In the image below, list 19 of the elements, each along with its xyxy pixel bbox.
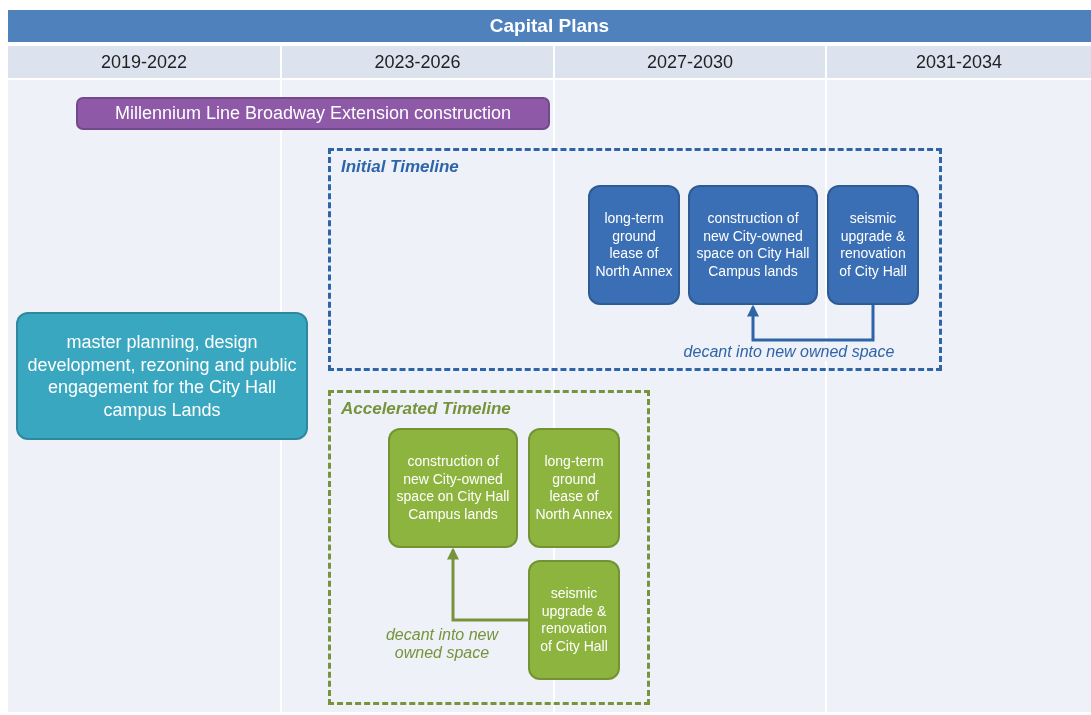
column-header: 2019-2022	[8, 46, 280, 78]
process-box: seismic upgrade & renovation of City Hall	[827, 185, 919, 305]
arrow	[447, 547, 528, 622]
group-heading: Accelerated Timeline	[341, 399, 511, 419]
process-box: construction of new City-owned space on City Hall Campus lands	[688, 185, 818, 305]
process-box: long-term ground lease of North Annex	[528, 428, 620, 548]
dashed-group-frame	[328, 148, 942, 371]
title-bar: Capital Plans	[8, 10, 1091, 42]
arrow	[747, 304, 875, 342]
column-header: 2031-2034	[827, 46, 1091, 78]
dashed-group-frame	[328, 390, 650, 705]
process-box: seismic upgrade & renovation of City Hall	[528, 560, 620, 680]
process-box: master planning, design development, rezoning and public engagement for the City Hall campus Lands	[16, 312, 308, 440]
column-header: 2027-2030	[555, 46, 825, 78]
column-header: 2023-2026	[282, 46, 553, 78]
group-heading: Initial Timeline	[341, 157, 459, 177]
timeline-bar: Millennium Line Broadway Extension construction	[76, 97, 550, 130]
process-box: long-term ground lease of North Annex	[588, 185, 680, 305]
process-box: construction of new City-owned space on City Hall Campus lands	[388, 428, 518, 548]
